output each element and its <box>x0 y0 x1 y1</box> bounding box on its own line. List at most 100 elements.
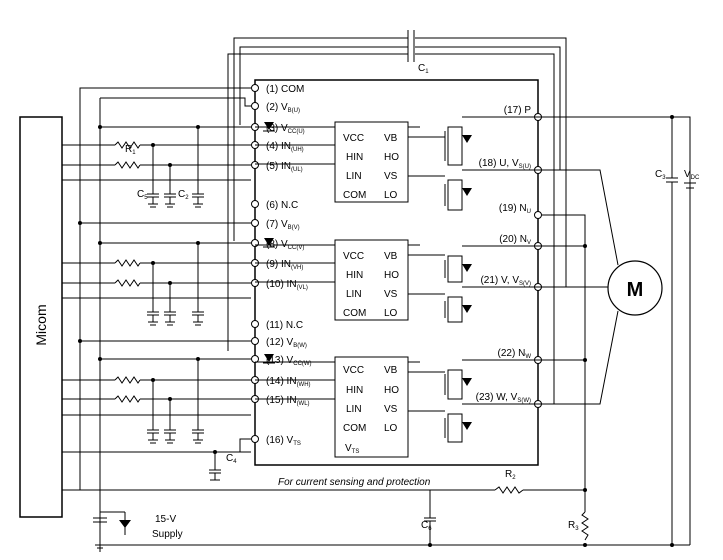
igbt-body <box>447 179 463 211</box>
junction-dot <box>428 543 432 547</box>
junction-dot <box>78 221 82 225</box>
driver-w-hin: HIN <box>346 385 363 396</box>
left-pin-sub: (UH) <box>291 147 304 153</box>
driver-w-vcc: VCC <box>343 365 364 376</box>
left-pin-group: (1) COM (2) VB(U) (3) VCC(U) (4) IN(UH) (5) … <box>251 84 312 447</box>
junction-dot <box>670 115 674 119</box>
left-pin-sub: CC(W) <box>293 361 311 367</box>
resistor-wh <box>114 376 141 384</box>
left-pin-terminal <box>251 102 259 110</box>
left-pin-num: (4) IN <box>266 141 291 152</box>
driver-u-lin: LIN <box>346 171 362 182</box>
resistor-vl <box>114 279 141 287</box>
driver-ic-v <box>334 239 409 321</box>
left-pin-num: (2) V <box>266 102 288 113</box>
left-pin-terminal <box>251 200 259 208</box>
left-pin-label: (12) VB(W) <box>266 337 307 349</box>
c6-label: C6 <box>421 520 432 532</box>
left-pin-terminal <box>251 355 259 363</box>
nu-wire <box>542 214 586 512</box>
right-pin-num: (18) U, V <box>479 158 519 169</box>
left-pin-sub: (VH) <box>291 265 303 271</box>
junction-dot <box>78 339 82 343</box>
junction-dot <box>670 543 674 547</box>
right-pin-label: (21) V, VS(V) <box>480 275 531 287</box>
left-pin-label: (15) IN(WL) <box>266 395 310 407</box>
left-pin-num: (13) V <box>266 355 294 366</box>
igbt-body <box>447 255 463 283</box>
vdc-label: VDC <box>684 169 700 181</box>
left-pin-sub: B(V) <box>288 225 300 231</box>
junction-dot <box>213 450 217 454</box>
left-pin-label: (6) N.C <box>266 200 298 211</box>
left-pin-num: (15) IN <box>266 395 297 406</box>
left-pin-label: (3) VCC(U) <box>266 123 305 135</box>
right-pin-sub: S(W) <box>517 398 531 404</box>
motor-symbol <box>607 260 663 316</box>
bootstrap-wire-u <box>239 46 408 125</box>
c4-label: C4 <box>226 453 237 465</box>
diode-group <box>263 122 275 364</box>
right-pin-group: (17) P(18) U, VS(U)(19) NU(20) NV(21) V,… <box>476 105 542 408</box>
c1-label: C1 <box>418 63 429 75</box>
igbt-freewheel-diode-icon <box>462 378 472 386</box>
right-pin-label: (20) NV <box>499 234 531 246</box>
driver-v-lo: LO <box>384 308 398 319</box>
junction-dot <box>583 543 587 547</box>
right-pin-num: (19) N <box>499 203 527 214</box>
left-pin-num: (14) IN <box>266 376 297 387</box>
c5-label: C5 <box>137 189 148 201</box>
left-pin-sub: B(U) <box>288 108 300 114</box>
driver-v-com: COM <box>343 308 366 319</box>
left-pin-label: (1) COM <box>266 84 304 95</box>
left-pin-num: (7) V <box>266 219 288 230</box>
left-pin-sub: (UL) <box>291 167 303 173</box>
supply-wire-vb <box>100 97 251 107</box>
left-pin-num: (5) IN <box>266 161 291 172</box>
driver-w-com: COM <box>343 423 366 434</box>
supply-label: Supply <box>152 529 183 540</box>
bootstrap-wire-v <box>233 37 408 241</box>
junction-dot <box>168 281 172 285</box>
right-pin-label: (23) W, VS(W) <box>476 392 531 404</box>
left-pin-label: (13) VCC(W) <box>266 355 312 367</box>
driver-w-vts: VTS <box>345 443 359 455</box>
left-pin-sub: (WH) <box>297 382 311 388</box>
driver-w-vs: VS <box>384 404 398 415</box>
r3-label: R3 <box>568 520 579 532</box>
left-pin-terminal <box>251 435 259 443</box>
resistor-ul <box>114 161 141 169</box>
driver-v-vb: VB <box>384 251 398 262</box>
left-pin-num: (1) COM <box>266 84 304 95</box>
bootstrap-wire-w-right <box>415 53 555 405</box>
driver-v-ho: HO <box>384 270 399 281</box>
driver-v-lin: LIN <box>346 289 362 300</box>
left-pin-num: (16) V <box>266 435 294 446</box>
left-pin-num: (9) IN <box>266 259 291 270</box>
left-pin-num: (11) N.C <box>266 320 303 331</box>
supply-voltage-label: 15-V <box>155 514 176 525</box>
driver-ic-w <box>334 356 409 458</box>
driver-u-vcc: VCC <box>343 133 364 144</box>
wire-group <box>62 30 696 552</box>
left-pin-label: (7) VB(V) <box>266 219 300 231</box>
junction-dot <box>168 163 172 167</box>
igbt-freewheel-diode-icon <box>462 305 472 313</box>
supply-diode-icon <box>119 520 131 528</box>
right-pin-terminal <box>534 211 542 219</box>
resistor-vh <box>114 259 141 267</box>
junction-dot <box>151 143 155 147</box>
driver-u-hin: HIN <box>346 152 363 163</box>
driver-v-hin: HIN <box>346 270 363 281</box>
motor-wire-w <box>542 310 619 405</box>
left-pin-sub: B(W) <box>293 343 307 349</box>
right-pin-num: (20) N <box>499 234 527 245</box>
left-pin-terminal <box>251 279 259 287</box>
junction-dot <box>151 378 155 382</box>
ipm-module <box>254 79 539 466</box>
right-pin-label: (19) NU <box>499 203 531 215</box>
junction-dot <box>98 125 102 129</box>
junction-dot <box>583 244 587 248</box>
